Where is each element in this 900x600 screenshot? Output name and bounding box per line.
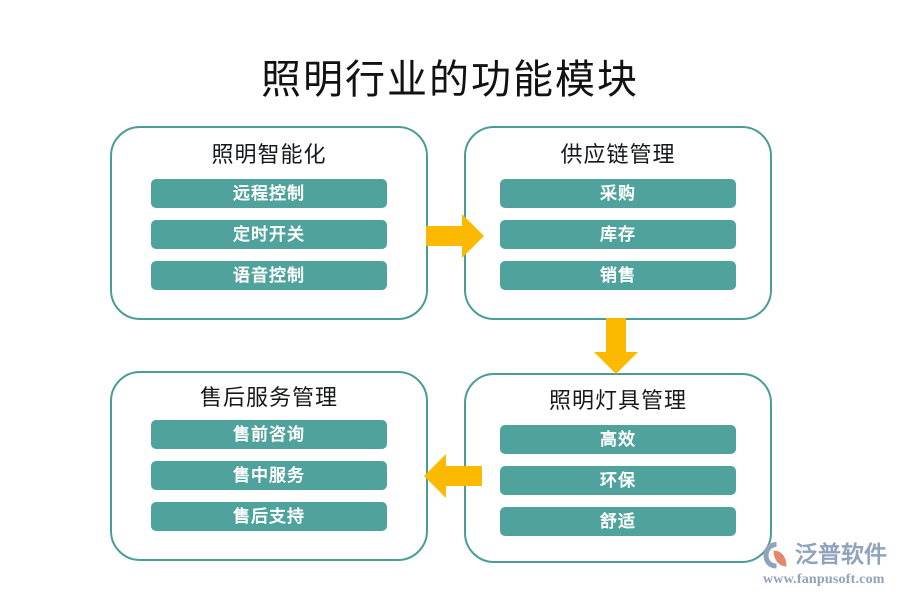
module-item[interactable]: 售前咨询 (151, 420, 387, 449)
module-title: 供应链管理 (560, 142, 676, 167)
fanpu-logo-icon (762, 540, 792, 570)
module-box-after-sales-service-management[interactable]: 售后服务管理 售前咨询 售中服务 售后支持 (110, 371, 428, 561)
module-item[interactable]: 远程控制 (151, 179, 387, 208)
arrow-left-icon (424, 454, 482, 498)
module-item[interactable]: 环保 (500, 466, 736, 495)
watermark-brand-row: 泛普软件 (762, 540, 887, 570)
module-title: 照明灯具管理 (548, 388, 687, 413)
module-item[interactable]: 售后支持 (151, 502, 387, 531)
module-title: 照明智能化 (211, 142, 327, 167)
module-item[interactable]: 语音控制 (151, 261, 387, 290)
module-item[interactable]: 舒适 (500, 507, 736, 536)
module-item[interactable]: 采购 (500, 179, 736, 208)
watermark-url: www.fanpusoft.com (763, 572, 885, 587)
module-box-lighting-fixture-management[interactable]: 照明灯具管理 高效 环保 舒适 (464, 373, 772, 563)
arrow-down-icon (594, 318, 638, 374)
module-title: 售后服务管理 (199, 385, 338, 410)
module-box-supply-chain-management[interactable]: 供应链管理 采购 库存 销售 (464, 126, 772, 320)
module-item-list: 采购 库存 销售 (466, 179, 770, 290)
module-item-list: 售前咨询 售中服务 售后支持 (112, 420, 426, 531)
module-item[interactable]: 定时开关 (151, 220, 387, 249)
module-item-list: 远程控制 定时开关 语音控制 (112, 179, 426, 290)
watermark: 泛普软件 www.fanpusoft.com (762, 538, 900, 596)
arrow-right-icon (426, 214, 484, 258)
module-item[interactable]: 高效 (500, 425, 736, 454)
module-item[interactable]: 售中服务 (151, 461, 387, 490)
module-box-lighting-intelligence[interactable]: 照明智能化 远程控制 定时开关 语音控制 (110, 126, 428, 320)
module-item[interactable]: 库存 (500, 220, 736, 249)
module-item[interactable]: 销售 (500, 261, 736, 290)
module-item-list: 高效 环保 舒适 (466, 425, 770, 536)
watermark-brand: 泛普软件 (795, 542, 887, 567)
page-title: 照明行业的功能模块 (261, 57, 639, 102)
